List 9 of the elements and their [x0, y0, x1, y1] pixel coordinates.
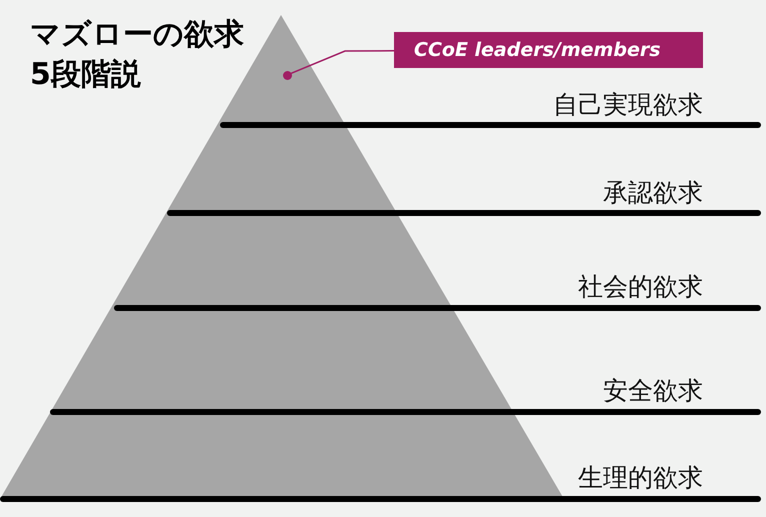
level-label: 生理的欲求: [578, 465, 703, 491]
level-label: 社会的欲求: [578, 274, 703, 300]
level-label: 承認欲求: [603, 180, 703, 206]
level-label: 安全欲求: [603, 378, 703, 404]
leader-dot: [282, 70, 292, 80]
title: マズローの欲求5段階説: [30, 16, 245, 94]
callout-box: CCoE leaders/members: [394, 32, 703, 68]
level-label: 自己実現欲求: [553, 92, 703, 118]
leader-line: [290, 50, 394, 74]
